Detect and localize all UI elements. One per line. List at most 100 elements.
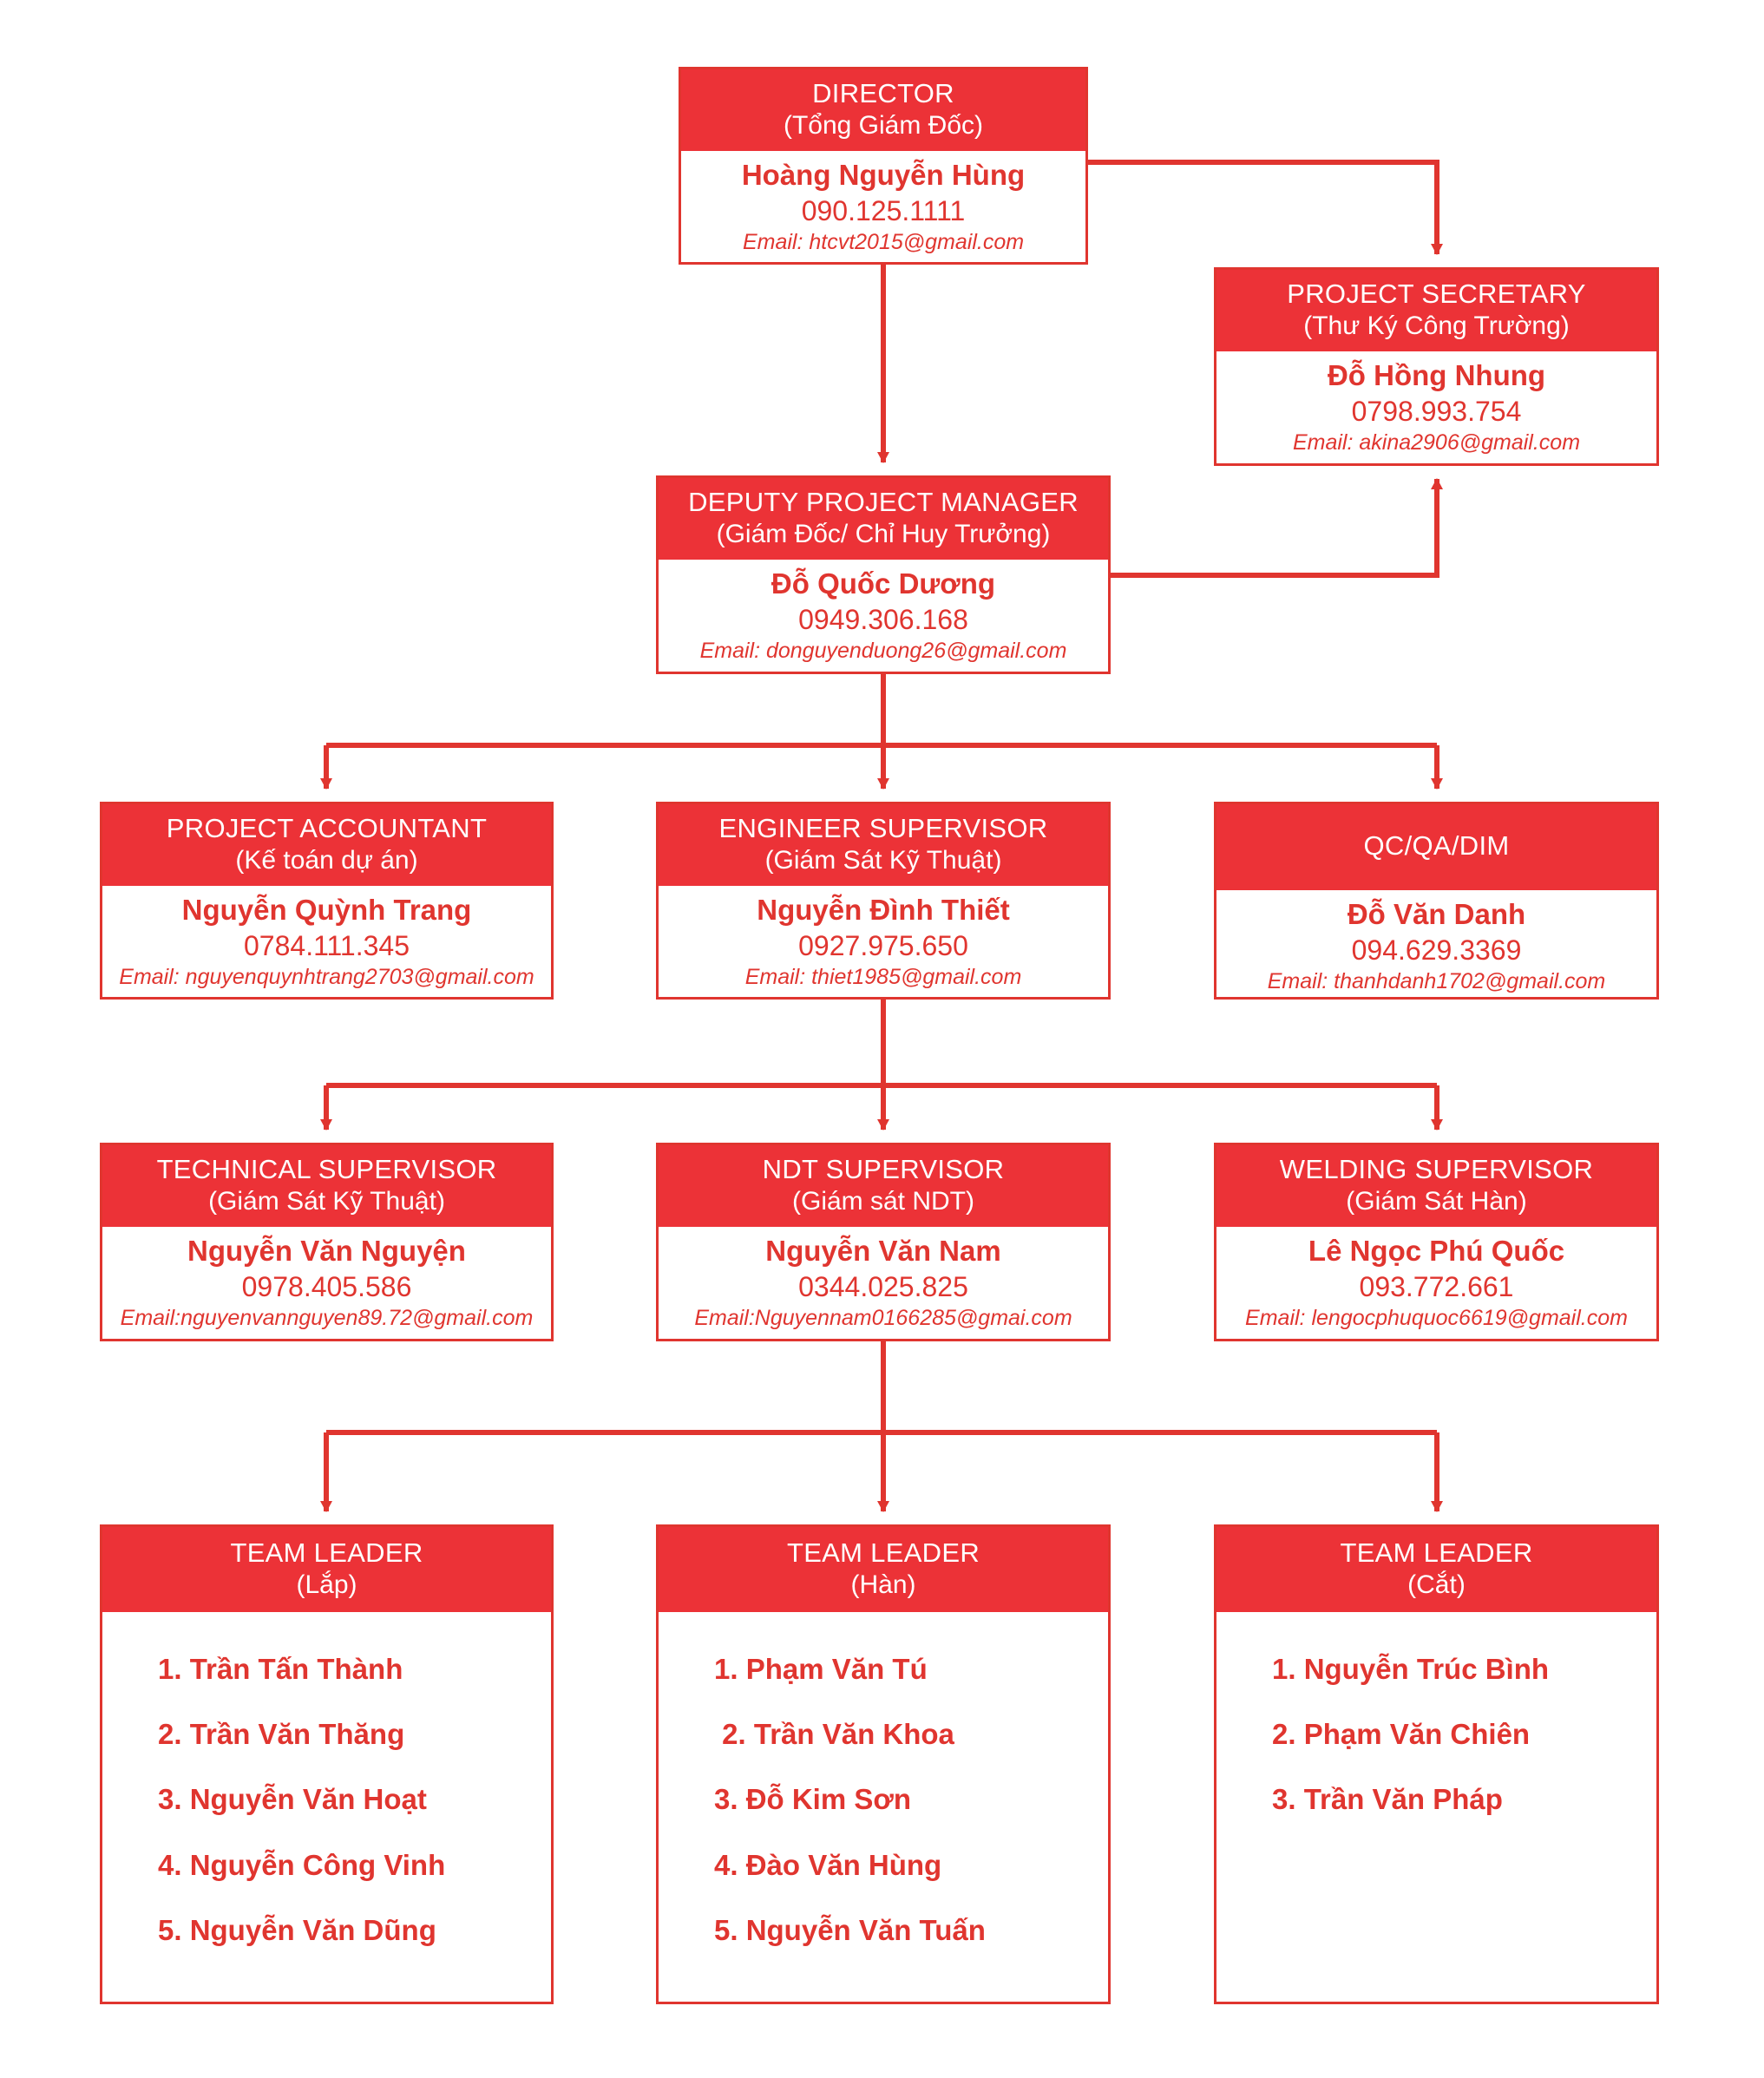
node-team-leader-cat-header: TEAM LEADER (Cắt) — [1216, 1527, 1656, 1612]
node-project-secretary-person-name: Đỗ Hồng Nhung — [1327, 358, 1546, 391]
node-ndt-supervisor-person-name: Nguyễn Văn Nam — [765, 1234, 1001, 1267]
node-engineer-supervisor-phone: 0927.975.650 — [798, 930, 968, 962]
list-item: 4. Đào Văn Hùng — [714, 1848, 942, 1881]
node-engineer-supervisor-body: Nguyễn Đình Thiết 0927.975.650 Email: th… — [659, 886, 1108, 1000]
node-deputy-project-manager-person-name: Đỗ Quốc Dương — [771, 567, 996, 600]
node-team-leader-cat-title: TEAM LEADER — [1340, 1537, 1533, 1568]
node-qc-qa-dim-title: QC/QA/DIM — [1363, 830, 1510, 861]
edge-deputy-secretary — [1111, 478, 1443, 578]
node-engineer-supervisor-title: ENGINEER SUPERVISOR — [718, 813, 1048, 843]
node-deputy-project-manager[interactable]: DEPUTY PROJECT MANAGER (Giám Đốc/ Chỉ Hu… — [656, 475, 1111, 674]
node-qc-qa-dim[interactable]: QC/QA/DIM Đỗ Văn Danh 094.629.3369 Email… — [1214, 802, 1659, 1000]
node-project-accountant-phone: 0784.111.345 — [244, 930, 410, 962]
node-technical-supervisor-person-name: Nguyễn Văn Nguyện — [187, 1234, 466, 1267]
list-item: 3. Trần Văn Pháp — [1272, 1783, 1503, 1816]
node-team-leader-han-subtitle: (Hàn) — [850, 1570, 916, 1599]
node-deputy-project-manager-title: DEPUTY PROJECT MANAGER — [688, 487, 1079, 517]
node-director-phone: 090.125.1111 — [801, 195, 966, 227]
edge-director-secretary — [1088, 160, 1443, 255]
node-welding-supervisor-header: WELDING SUPERVISOR (Giám Sát Hàn) — [1216, 1145, 1656, 1227]
node-technical-supervisor-title: TECHNICAL SUPERVISOR — [156, 1154, 497, 1184]
node-qc-qa-dim-person-name: Đỗ Văn Danh — [1347, 897, 1526, 930]
node-qc-qa-dim-phone: 094.629.3369 — [1351, 934, 1522, 966]
node-welding-supervisor-subtitle: (Giám Sát Hàn) — [1346, 1186, 1527, 1216]
node-qc-qa-dim-header: QC/QA/DIM — [1216, 804, 1656, 890]
list-item: 4. Nguyễn Công Vinh — [158, 1848, 446, 1881]
node-technical-supervisor[interactable]: TECHNICAL SUPERVISOR (Giám Sát Kỹ Thuật)… — [100, 1143, 554, 1341]
node-qc-qa-dim-body: Đỗ Văn Danh 094.629.3369 Email: thanhdan… — [1216, 890, 1656, 1004]
node-team-leader-cat[interactable]: TEAM LEADER (Cắt) 1. Nguyễn Trúc Bình 2.… — [1214, 1524, 1659, 2004]
node-project-secretary-email: Email: akina2906@gmail.com — [1292, 430, 1581, 456]
node-project-accountant-subtitle: (Kế toán dự án) — [235, 845, 418, 875]
node-director-person-name: Hoàng Nguyễn Hùng — [741, 158, 1026, 191]
list-item: 3. Đỗ Kim Sơn — [714, 1783, 911, 1816]
list-item: 2. Trần Văn Thăng — [158, 1718, 405, 1751]
list-item: 1. Trần Tấn Thành — [158, 1652, 403, 1685]
node-team-leader-han-header: TEAM LEADER (Hàn) — [659, 1527, 1108, 1612]
node-project-accountant[interactable]: PROJECT ACCOUNTANT (Kế toán dự án) Nguyễ… — [100, 802, 554, 1000]
node-director-header: DIRECTOR (Tổng Giám Đốc) — [681, 69, 1085, 151]
node-technical-supervisor-subtitle: (Giám Sát Kỹ Thuật) — [208, 1186, 445, 1216]
node-team-leader-cat-members: 1. Nguyễn Trúc Bình 2. Phạm Văn Chiên 3.… — [1216, 1612, 1656, 2002]
node-team-leader-lap-subtitle: (Lắp) — [296, 1570, 357, 1599]
node-team-leader-lap[interactable]: TEAM LEADER (Lắp) 1. Trần Tấn Thành 2. T… — [100, 1524, 554, 2004]
node-team-leader-lap-header: TEAM LEADER (Lắp) — [102, 1527, 551, 1612]
node-team-leader-lap-members: 1. Trần Tấn Thành 2. Trần Văn Thăng 3. N… — [102, 1612, 551, 2002]
node-engineer-supervisor-subtitle: (Giám Sát Kỹ Thuật) — [764, 845, 1002, 875]
node-team-leader-han-members: 1. Phạm Văn Tú 2. Trần Văn Khoa 3. Đỗ Ki… — [659, 1612, 1108, 2002]
node-welding-supervisor-phone: 093.772.661 — [1359, 1271, 1514, 1303]
node-engineer-supervisor[interactable]: ENGINEER SUPERVISOR (Giám Sát Kỹ Thuật) … — [656, 802, 1111, 1000]
node-ndt-supervisor-email: Email:Nguyennam0166285@gmai.com — [694, 1306, 1072, 1331]
node-project-secretary-body: Đỗ Hồng Nhung 0798.993.754 Email: akina2… — [1216, 351, 1656, 465]
node-engineer-supervisor-header: ENGINEER SUPERVISOR (Giám Sát Kỹ Thuật) — [659, 804, 1108, 886]
node-team-leader-cat-subtitle: (Cắt) — [1407, 1570, 1466, 1599]
node-welding-supervisor-email: Email: lengocphuquoc6619@gmail.com — [1245, 1306, 1628, 1331]
node-deputy-project-manager-header: DEPUTY PROJECT MANAGER (Giám Đốc/ Chỉ Hu… — [659, 478, 1108, 560]
node-engineer-supervisor-email: Email: thiet1985@gmail.com — [744, 965, 1022, 990]
node-welding-supervisor-person-name: Lê Ngọc Phú Quốc — [1308, 1234, 1565, 1267]
node-technical-supervisor-phone: 0978.405.586 — [241, 1271, 412, 1303]
node-ndt-supervisor-phone: 0344.025.825 — [798, 1271, 968, 1303]
node-director-title: DIRECTOR — [812, 78, 954, 108]
node-ndt-supervisor-header: NDT SUPERVISOR (Giám sát NDT) — [659, 1145, 1108, 1227]
node-team-leader-lap-title: TEAM LEADER — [230, 1537, 423, 1568]
node-deputy-project-manager-phone: 0949.306.168 — [798, 604, 968, 636]
node-deputy-project-manager-body: Đỗ Quốc Dương 0949.306.168 Email: donguy… — [659, 560, 1108, 673]
list-item: 5. Nguyễn Văn Tuấn — [714, 1913, 986, 1946]
node-project-accountant-body: Nguyễn Quỳnh Trang 0784.111.345 Email: n… — [102, 886, 551, 1000]
list-item: 5. Nguyễn Văn Dũng — [158, 1913, 436, 1946]
node-welding-supervisor-body: Lê Ngọc Phú Quốc 093.772.661 Email: leng… — [1216, 1227, 1656, 1341]
node-ndt-supervisor[interactable]: NDT SUPERVISOR (Giám sát NDT) Nguyễn Văn… — [656, 1143, 1111, 1341]
node-project-secretary[interactable]: PROJECT SECRETARY (Thư Ký Công Trường) Đ… — [1214, 267, 1659, 466]
node-project-secretary-title: PROJECT SECRETARY — [1287, 279, 1586, 309]
node-director[interactable]: DIRECTOR (Tổng Giám Đốc) Hoàng Nguyễn Hù… — [679, 67, 1088, 265]
node-director-subtitle: (Tổng Giám Đốc) — [783, 110, 984, 140]
node-project-accountant-person-name: Nguyễn Quỳnh Trang — [181, 893, 472, 926]
node-project-secretary-header: PROJECT SECRETARY (Thư Ký Công Trường) — [1216, 270, 1656, 351]
node-welding-supervisor[interactable]: WELDING SUPERVISOR (Giám Sát Hàn) Lê Ngọ… — [1214, 1143, 1659, 1341]
node-project-secretary-phone: 0798.993.754 — [1351, 396, 1522, 428]
node-project-accountant-header: PROJECT ACCOUNTANT (Kế toán dự án) — [102, 804, 551, 886]
node-ndt-supervisor-title: NDT SUPERVISOR — [762, 1154, 1005, 1184]
node-engineer-supervisor-person-name: Nguyễn Đình Thiết — [757, 893, 1010, 926]
node-director-email: Email: htcvt2015@gmail.com — [742, 230, 1025, 255]
node-deputy-project-manager-subtitle: (Giám Đốc/ Chỉ Huy Trưởng) — [716, 519, 1051, 548]
node-technical-supervisor-email: Email:nguyenvannguyen89.72@gmail.com — [120, 1306, 534, 1331]
node-ndt-supervisor-body: Nguyễn Văn Nam 0344.025.825 Email:Nguyen… — [659, 1227, 1108, 1341]
list-item: 1. Nguyễn Trúc Bình — [1272, 1652, 1550, 1685]
node-director-body: Hoàng Nguyễn Hùng 090.125.1111 Email: ht… — [681, 151, 1085, 265]
node-project-accountant-title: PROJECT ACCOUNTANT — [166, 813, 488, 843]
node-ndt-supervisor-subtitle: (Giám sát NDT) — [792, 1186, 974, 1216]
node-project-accountant-email: Email: nguyenquynhtrang2703@gmail.com — [119, 965, 534, 990]
node-team-leader-han-title: TEAM LEADER — [786, 1537, 980, 1568]
list-item: 3. Nguyễn Văn Hoạt — [158, 1783, 427, 1816]
node-team-leader-han[interactable]: TEAM LEADER (Hàn) 1. Phạm Văn Tú 2. Trần… — [656, 1524, 1111, 2004]
node-project-secretary-subtitle: (Thư Ký Công Trường) — [1303, 311, 1570, 340]
node-technical-supervisor-header: TECHNICAL SUPERVISOR (Giám Sát Kỹ Thuật) — [102, 1145, 551, 1227]
list-item: 1. Phạm Văn Tú — [714, 1652, 928, 1685]
node-deputy-project-manager-email: Email: donguyenduong26@gmail.com — [699, 639, 1067, 664]
node-technical-supervisor-body: Nguyễn Văn Nguyện 0978.405.586 Email:ngu… — [102, 1227, 551, 1341]
node-qc-qa-dim-email: Email: thanhdanh1702@gmail.com — [1267, 968, 1606, 993]
list-item: 2. Trần Văn Khoa — [714, 1718, 954, 1751]
